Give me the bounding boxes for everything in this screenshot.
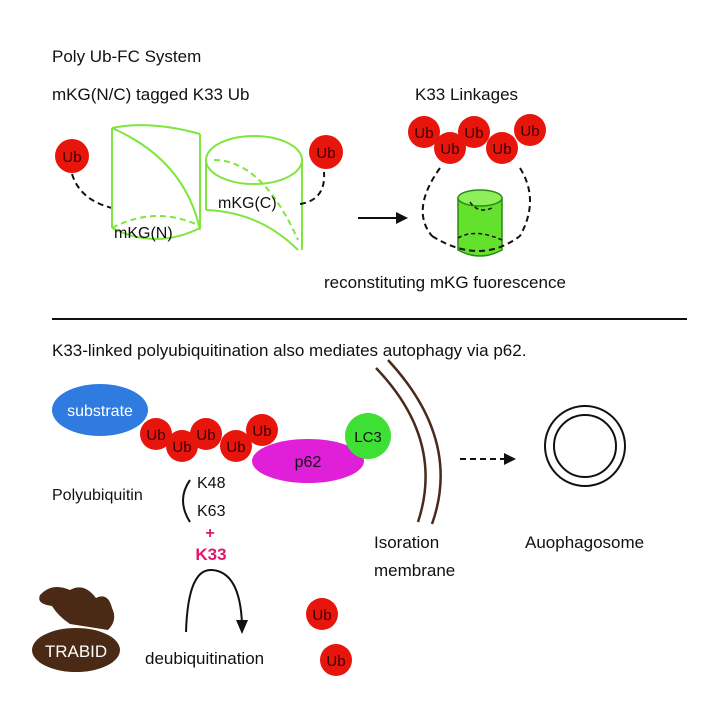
ub-label: Ub — [252, 423, 271, 440]
p62-label: p62 — [295, 454, 322, 471]
chain-loop — [421, 167, 531, 237]
isolation-label-1: Isoration — [374, 533, 439, 552]
substrate-blob: substrate — [52, 384, 148, 436]
ub-label: Ub — [414, 125, 433, 142]
ub-label: Ub — [492, 141, 511, 158]
ub-ball: Ub — [190, 418, 222, 450]
trabid-protein: TRABID — [32, 586, 120, 672]
ub-label: Ub — [226, 439, 245, 456]
linker-left — [71, 173, 113, 209]
ub-ball: Ub — [408, 116, 440, 148]
ub-label: Ub — [520, 123, 539, 140]
p62-protein: p62 — [252, 439, 364, 483]
k33-ub-chain: Ub Ub Ub Ub Ub — [408, 114, 546, 164]
progression-arrow — [460, 453, 516, 465]
chain-loop-bottom — [431, 235, 521, 252]
ub-ball: Ub — [458, 116, 490, 148]
ub-label: Ub — [464, 125, 483, 142]
deubiquitination-arrow — [185, 568, 248, 634]
autophagy-heading: K33-linked polyubiquitination also media… — [52, 341, 526, 360]
ub-label: Ub — [440, 141, 459, 158]
ub-ball: Ub — [434, 132, 466, 164]
ub-ball: Ub — [166, 430, 198, 462]
linker-right — [299, 171, 326, 205]
ub-ball-left: Ub — [55, 139, 89, 173]
polyubiquitin-label: Polyubiquitin — [52, 487, 143, 504]
ub-label: Ub — [316, 145, 335, 162]
ub-label: Ub — [196, 427, 215, 444]
isolation-label-2: membrane — [374, 561, 455, 580]
ub-label: Ub — [172, 439, 191, 456]
ub-ball-right: Ub — [309, 135, 343, 169]
k33-label: K33 — [195, 545, 226, 564]
ub-ball: Ub — [246, 414, 278, 446]
fluorescence-label: reconstituting mKG fuorescence — [324, 273, 566, 292]
ub-ball: Ub — [514, 114, 546, 146]
polyub-chain: Ub Ub Ub Ub Ub — [140, 414, 278, 462]
mkg-n-label: mKG(N) — [114, 225, 173, 242]
autophagosome-label: Auophagosome — [525, 533, 644, 552]
ub-label: Ub — [62, 149, 81, 166]
lc3-label: LC3 — [354, 429, 382, 446]
plus-sign: + — [205, 525, 214, 542]
ub-label: Ub — [326, 653, 345, 670]
polyubiquitin-bracket — [182, 479, 191, 523]
mkg-c-fragment — [205, 135, 303, 251]
free-ub-1: Ub — [306, 598, 338, 630]
ub-ball: Ub — [220, 430, 252, 462]
k63-label: K63 — [197, 503, 226, 520]
ub-ball: Ub — [140, 418, 172, 450]
trabid-label: TRABID — [45, 642, 107, 661]
ub-label: Ub — [146, 427, 165, 444]
mkg-c-label: mKG(C) — [218, 195, 277, 212]
mkg-n-fragment — [111, 124, 201, 240]
k33-linkages-title: K33 Linkages — [415, 85, 518, 104]
ub-ball: Ub — [486, 132, 518, 164]
reconstitution-arrow — [358, 212, 408, 224]
mkg-reconstituted-cylinder — [457, 189, 503, 257]
k48-label: K48 — [197, 475, 226, 492]
system-subtitle: mKG(N/C) tagged K33 Ub — [52, 85, 249, 104]
system-title: Poly Ub-FC System — [52, 47, 201, 66]
substrate-label: substrate — [67, 403, 133, 420]
ub-label: Ub — [312, 607, 331, 624]
free-ub-2: Ub — [320, 644, 352, 676]
lc3-protein: LC3 — [345, 413, 391, 459]
autophagosome — [544, 405, 626, 487]
deubiquitination-label: deubiquitination — [145, 649, 264, 668]
isolation-membrane — [375, 359, 442, 525]
